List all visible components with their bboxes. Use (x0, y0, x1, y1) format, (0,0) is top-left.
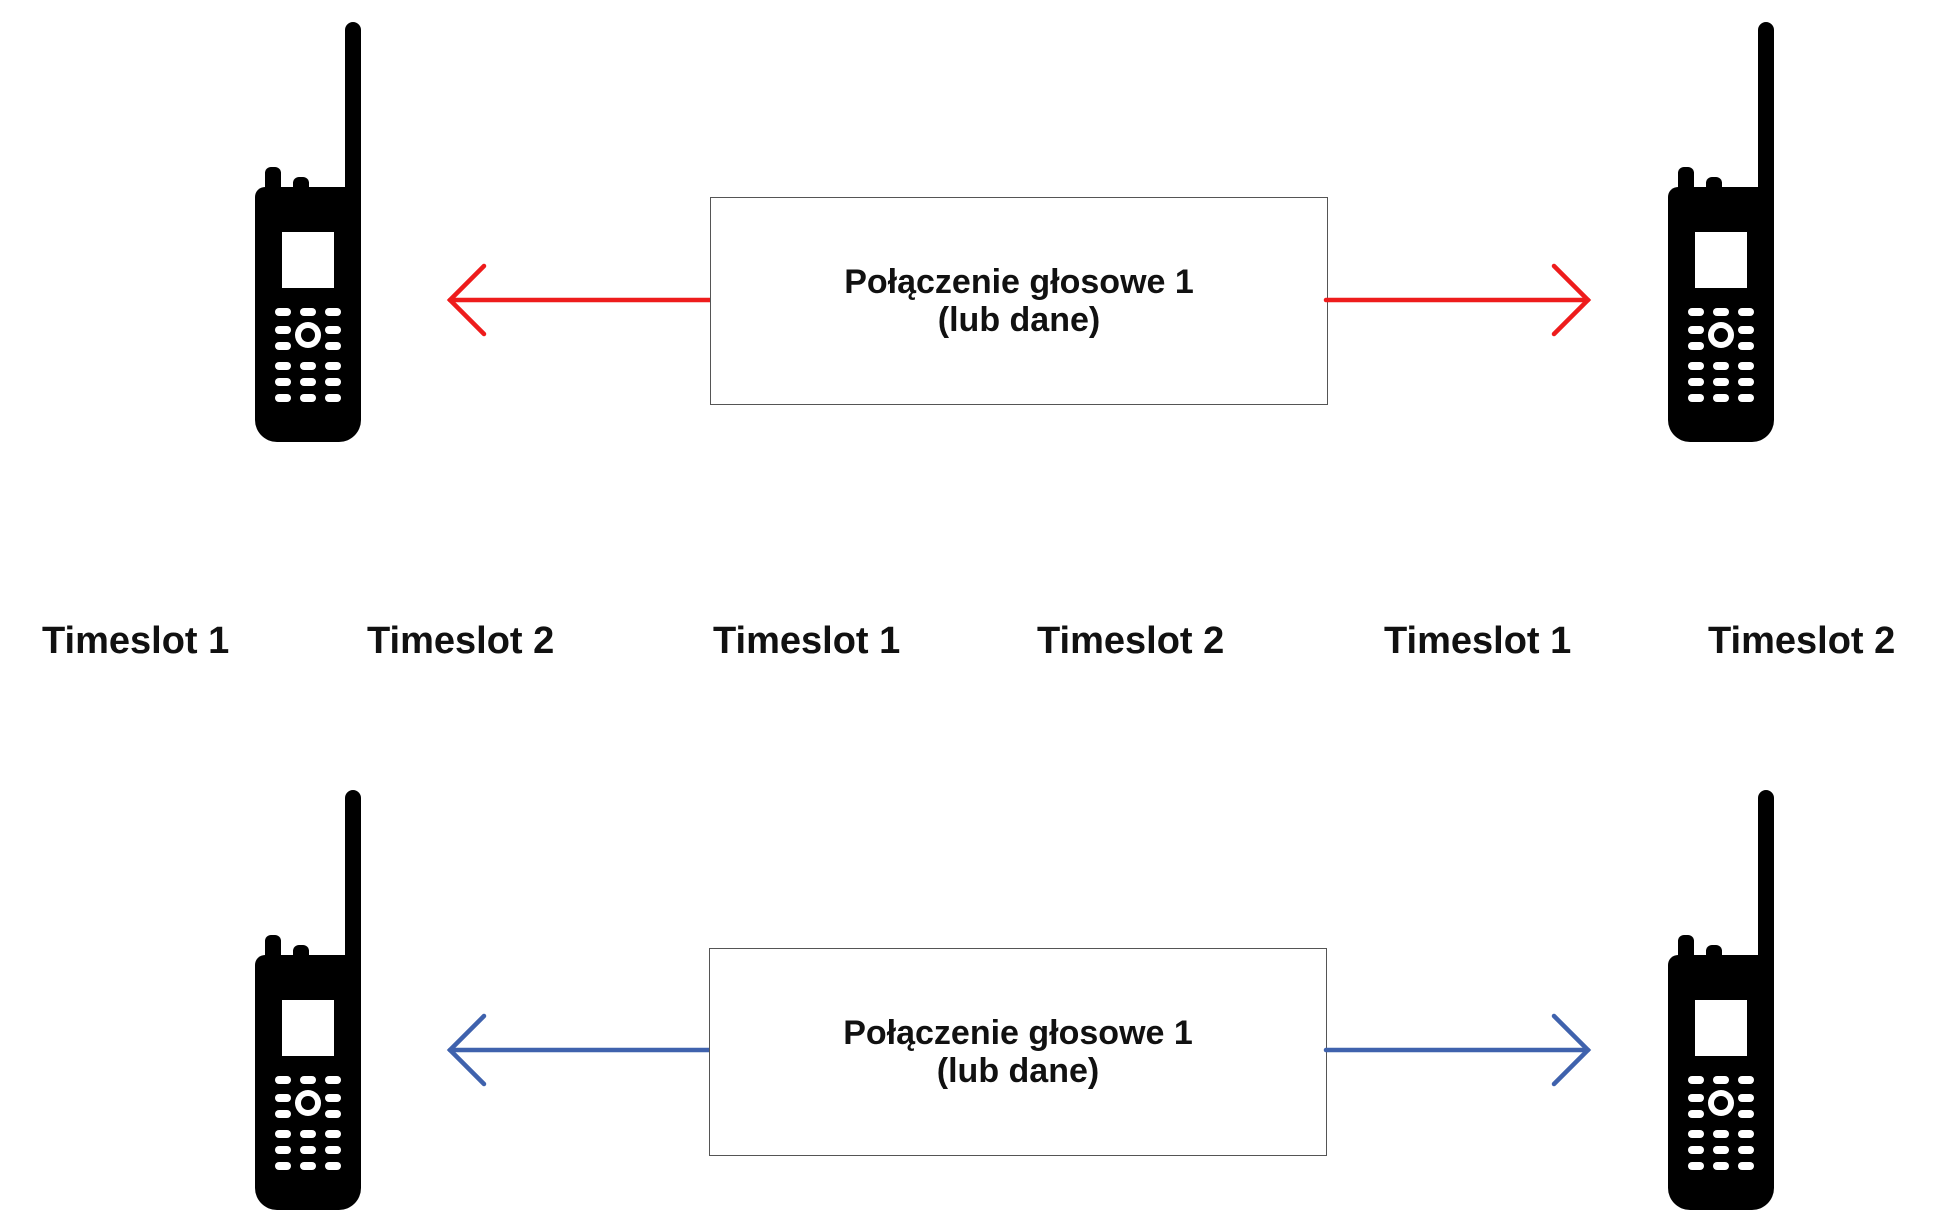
voice-call-box: Połączenie głosowe 1 (lub dane) (710, 197, 1328, 405)
handheld-radio-icon (1668, 790, 1778, 1210)
handheld-radio-icon (255, 790, 365, 1210)
call-label-line2: (lub dane) (936, 1052, 1100, 1090)
timeslot-label: Timeslot 2 (1037, 620, 1225, 662)
timeslot-label: Timeslot 1 (42, 620, 230, 662)
arrow-right-icon (1323, 263, 1592, 337)
call-label-line1: Połączenie głosowe 1 (843, 1013, 1193, 1052)
timeslot-label: Timeslot 2 (1708, 620, 1896, 662)
arrow-left-icon (446, 263, 715, 337)
handheld-radio-icon (1668, 22, 1778, 442)
arrow-right-icon (1323, 1013, 1592, 1087)
timeslot-row: Timeslot 1 Timeslot 2 Timeslot 1 Timeslo… (0, 620, 1948, 680)
call-label-line2: (lub dane) (937, 301, 1101, 339)
handheld-radio-icon (255, 22, 365, 442)
timeslot-label: Timeslot 1 (713, 620, 901, 662)
arrow-left-icon (446, 1013, 715, 1087)
timeslot-label: Timeslot 1 (1384, 620, 1572, 662)
call-label-line1: Połączenie głosowe 1 (844, 262, 1194, 301)
timeslot-label: Timeslot 2 (367, 620, 555, 662)
voice-call-box: Połączenie głosowe 1 (lub dane) (709, 948, 1327, 1156)
